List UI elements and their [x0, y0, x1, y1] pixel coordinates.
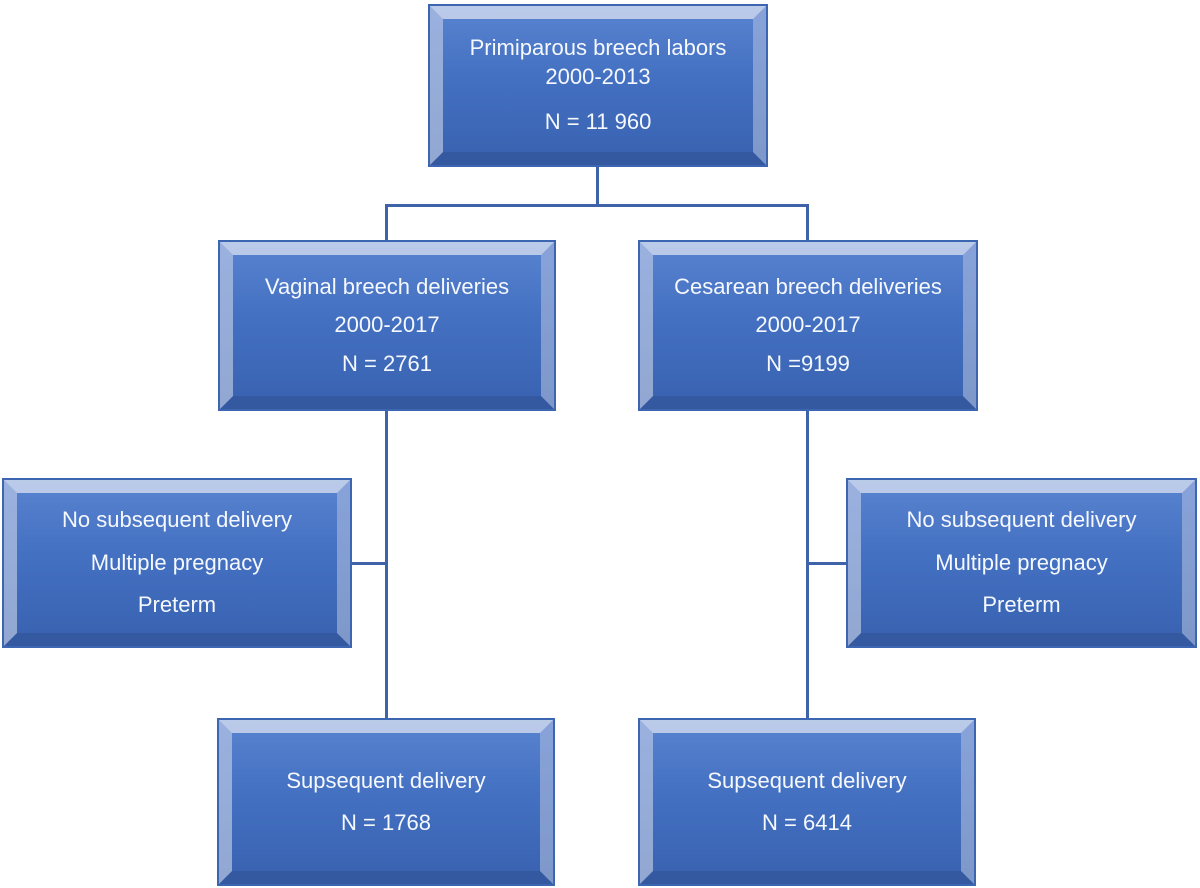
- node-exclusion-line: No subsequent delivery: [62, 507, 292, 533]
- node-text: Primiparous breech labors 2000-2013 N = …: [443, 19, 753, 152]
- node-title-line: Primiparous breech labors: [469, 35, 727, 61]
- connector-branch-horizontal: [385, 204, 809, 207]
- node-text: No subsequent delivery Multiple pregnacy…: [861, 493, 1182, 633]
- node-exclusion-line: Preterm: [982, 592, 1061, 618]
- node-subsequent-delivery-right: Supsequent delivery N = 6414: [638, 718, 976, 886]
- node-n-line: N = 2761: [342, 350, 432, 376]
- node-years-line: 2000-2017: [334, 312, 440, 338]
- node-n-line: N = 11 960: [544, 109, 652, 135]
- node-title-line: Cesarean breech deliveries: [674, 273, 942, 299]
- node-exclusion-line: Multiple pregnacy: [935, 549, 1108, 575]
- node-title-line: Supsequent delivery: [707, 767, 907, 793]
- node-excluded-left: No subsequent delivery Multiple pregnacy…: [2, 478, 352, 648]
- node-text: Supsequent delivery N = 6414: [653, 733, 961, 871]
- node-primiparous-breech-labors: Primiparous breech labors 2000-2013 N = …: [428, 4, 768, 167]
- node-text: No subsequent delivery Multiple pregnacy…: [17, 493, 337, 633]
- node-excluded-right: No subsequent delivery Multiple pregnacy…: [846, 478, 1197, 648]
- connector-root-stem: [596, 166, 599, 207]
- node-text: Vaginal breech deliveries 2000-2017 N = …: [233, 255, 541, 396]
- node-text: Cesarean breech deliveries 2000-2017 N =…: [653, 255, 963, 396]
- node-exclusion-line: Preterm: [137, 592, 217, 618]
- connector-excluded-left-tee: [350, 562, 387, 565]
- node-vaginal-breech-deliveries: Vaginal breech deliveries 2000-2017 N = …: [218, 240, 556, 411]
- node-subsequent-delivery-left: Supsequent delivery N = 1768: [217, 718, 555, 886]
- node-exclusion-line: No subsequent delivery: [906, 507, 1137, 533]
- node-years-line: 2000-2013: [545, 63, 651, 89]
- node-years-line: 2000-2017: [755, 312, 861, 338]
- node-n-line: N =9199: [766, 350, 850, 376]
- node-text: Supsequent delivery N = 1768: [232, 733, 540, 871]
- node-cesarean-breech-deliveries: Cesarean breech deliveries 2000-2017 N =…: [638, 240, 978, 411]
- node-n-line: N = 1768: [341, 809, 431, 835]
- node-n-line: N = 6414: [762, 809, 852, 835]
- node-exclusion-line: Multiple pregnacy: [90, 549, 264, 575]
- node-title-line: Supsequent delivery: [286, 767, 486, 793]
- connector-right-drop-upper: [806, 204, 809, 242]
- node-title-line: Vaginal breech deliveries: [264, 273, 510, 299]
- connector-left-drop-upper: [385, 204, 388, 242]
- connector-excluded-right-tee: [807, 562, 848, 565]
